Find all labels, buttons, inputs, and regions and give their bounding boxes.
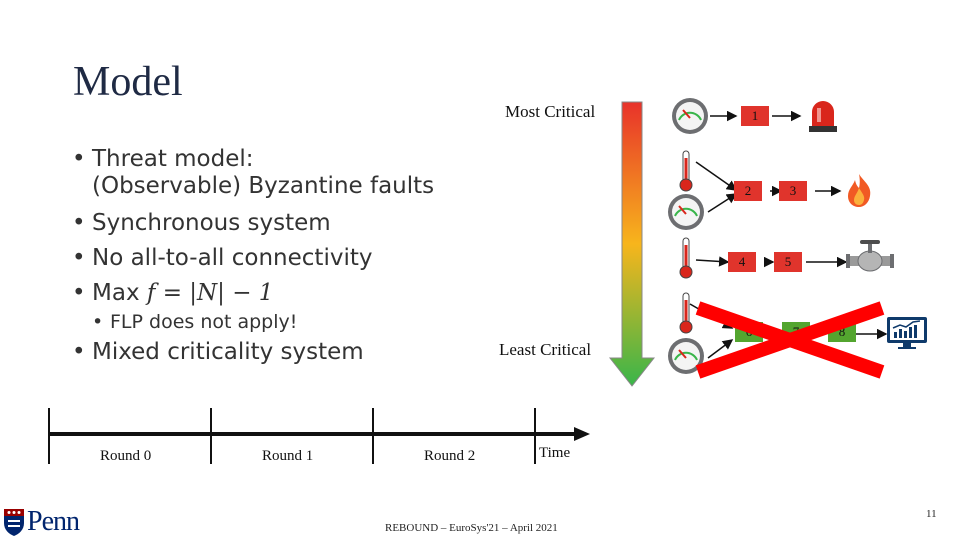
sub-bullet-flp: FLP does not apply! (72, 311, 512, 333)
monitor-chart-icon (887, 317, 927, 349)
bullet-connectivity-text: No all-to-all connectivity (92, 245, 373, 271)
criticality-gradient-arrow (608, 101, 656, 387)
siren-icon (809, 101, 837, 132)
most-critical-label: Most Critical (505, 102, 596, 121)
disabled-cross-mark (695, 301, 885, 379)
bullet-max-f: Max f = |N| − 1 (72, 280, 512, 307)
gauge-icon (668, 338, 704, 374)
bullet-max-f-math: f = |N| − 1 (146, 280, 274, 306)
sub-bullet-flp-text: FLP does not apply! (110, 311, 298, 333)
valve-icon (846, 240, 894, 272)
task-box-5: 5 (774, 252, 802, 272)
slide-title: Model (73, 59, 183, 105)
bullet-list: Threat model: (Observable) Byzantine fau… (72, 146, 512, 376)
round-0-label: Round 0 (100, 448, 152, 464)
timeline-axis (48, 408, 590, 464)
round-2-label: Round 2 (424, 448, 476, 464)
bullet-synchronous: Synchronous system (72, 210, 512, 237)
least-critical-label: Least Critical (499, 340, 592, 359)
fire-icon (848, 174, 871, 207)
thermometer-icon (679, 237, 693, 279)
task-box-3: 3 (779, 181, 807, 201)
page-number: 11 (926, 508, 937, 520)
bullet-mixed-criticality-text: Mixed criticality system (92, 339, 364, 365)
gauge-icon (668, 194, 704, 230)
task-box-4: 4 (728, 252, 756, 272)
bullet-threat-model-line1: Threat model: (92, 146, 254, 172)
thermometer-icon (679, 292, 693, 334)
round-1-label: Round 1 (262, 448, 314, 464)
bullet-max-f-prefix: Max (92, 280, 147, 306)
bullet-synchronous-text: Synchronous system (92, 210, 331, 236)
gauge-icon (672, 98, 708, 134)
penn-logo-text: Penn (27, 506, 80, 537)
footer-text: REBOUND – EuroSys'21 – April 2021 (385, 522, 558, 534)
bullet-threat-model-line2: (Observable) Byzantine faults (92, 173, 435, 199)
time-axis-label: Time (539, 445, 571, 461)
bullet-mixed-criticality: Mixed criticality system (72, 339, 512, 366)
bullet-threat-model: Threat model: (Observable) Byzantine fau… (72, 146, 512, 200)
bullet-connectivity: No all-to-all connectivity (72, 245, 512, 272)
task-box-1: 1 (741, 106, 769, 126)
penn-shield-logo (4, 509, 24, 536)
task-box-2: 2 (734, 181, 762, 201)
thermometer-icon (679, 150, 693, 192)
